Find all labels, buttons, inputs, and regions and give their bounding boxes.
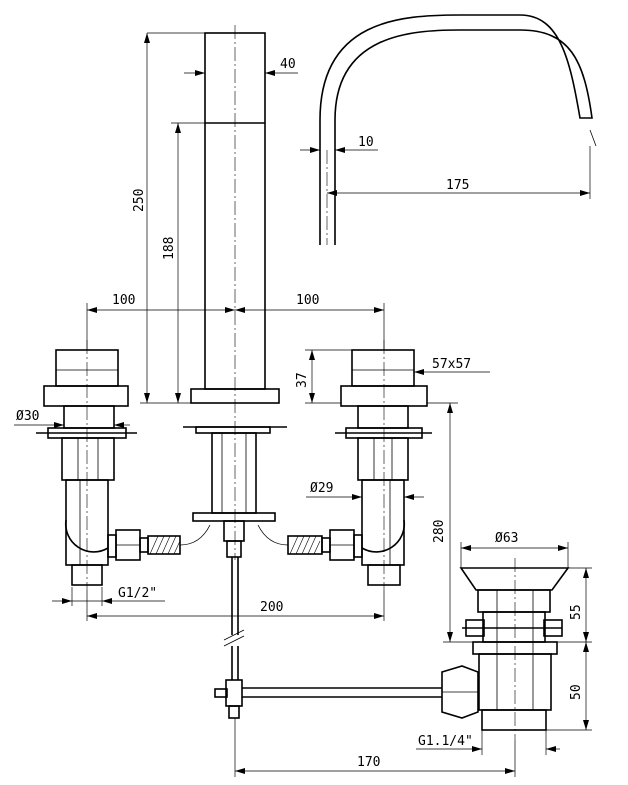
dim-height-below-deck: 280 xyxy=(432,520,447,543)
drain-assembly xyxy=(441,558,570,740)
dim-spout-reach: 175 xyxy=(446,178,469,193)
dim-handle-size: 57x57 xyxy=(432,357,471,372)
dim-spout-height-total: 250 xyxy=(132,189,147,212)
pull-rod xyxy=(214,557,442,719)
dim-handle-spacing: 200 xyxy=(260,600,283,615)
left-valve xyxy=(36,340,211,590)
dim-pullrod-length: 170 xyxy=(357,755,380,770)
dim-drain-thread: G1.1/4" xyxy=(418,734,473,749)
dimension-arrows xyxy=(54,33,590,774)
dimension-lines xyxy=(14,32,592,777)
dim-spout-width: 40 xyxy=(280,57,296,72)
dim-drain-lower: 50 xyxy=(569,684,584,700)
dim-connection-thread: G1/2" xyxy=(118,586,157,601)
dim-drain-diameter: Ø63 xyxy=(495,531,518,546)
dim-spout-wall: 10 xyxy=(358,135,374,150)
dim-handle-height: 37 xyxy=(295,372,310,388)
dim-drain-upper: 55 xyxy=(569,604,584,620)
dimension-labels: 40 250 188 100 100 37 57x57 Ø30 Ø29 G1/2… xyxy=(16,57,584,770)
dim-hole-right: Ø29 xyxy=(310,481,333,496)
dim-right-offset: 100 xyxy=(296,293,319,308)
dim-hole-left: Ø30 xyxy=(16,409,39,424)
dim-left-offset: 100 xyxy=(112,293,135,308)
dim-spout-height-body: 188 xyxy=(162,237,177,260)
spout-side-view xyxy=(319,14,597,245)
right-valve xyxy=(257,340,432,590)
spout-body xyxy=(183,25,287,560)
